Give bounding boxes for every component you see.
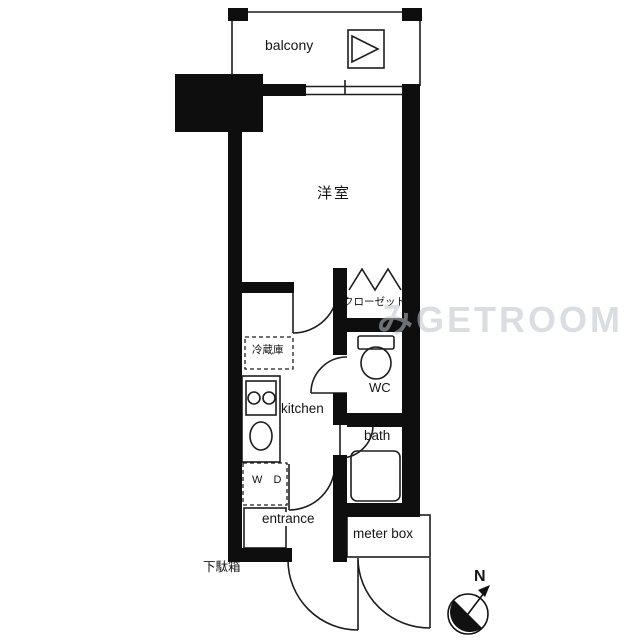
- stove-burner-icon: [247, 391, 261, 405]
- toilet: [357, 335, 395, 380]
- wall: [333, 268, 347, 355]
- walls: [175, 8, 422, 562]
- stove: [245, 380, 277, 416]
- wall: [333, 318, 420, 332]
- adjacent-structure: [175, 74, 263, 132]
- fridge-label: 冷蔵庫: [252, 344, 284, 356]
- window: [306, 80, 402, 96]
- closet-folding-doors: [348, 267, 402, 292]
- meter-box-label: meter box: [353, 526, 414, 541]
- wall: [347, 413, 420, 427]
- kitchen-counter: [241, 375, 281, 463]
- wall: [333, 393, 347, 425]
- entrance-label: entrance: [262, 511, 315, 526]
- room-label: 洋室: [317, 185, 352, 202]
- washer-dryer-label: W D: [252, 474, 286, 486]
- balcony-outline: [231, 11, 421, 86]
- meter-box-door-arc: [357, 557, 431, 629]
- wall-left: [228, 132, 242, 562]
- wall-bottom: [228, 548, 292, 562]
- compass-icon: [447, 585, 490, 635]
- wc-label: WC: [369, 380, 391, 395]
- compass-north-label: N: [474, 568, 486, 585]
- evacuation-hatch-icon: [347, 29, 385, 69]
- shoe-cabinet-label: 下駄箱: [203, 560, 241, 574]
- wall: [262, 84, 306, 96]
- kitchen-sink: [249, 421, 273, 451]
- stove-burner-icon: [262, 391, 276, 405]
- bathtub: [350, 450, 401, 502]
- room-door-arc: [292, 287, 339, 334]
- wall-right: [402, 84, 420, 514]
- wc-door-arc: [310, 356, 348, 394]
- fridge-outline: [244, 336, 294, 370]
- wall: [402, 8, 422, 21]
- wall: [242, 282, 294, 293]
- kitchen-label: kitchen: [281, 401, 324, 416]
- hall-door-arc: [288, 463, 336, 511]
- balcony-label: balcony: [265, 37, 314, 53]
- bath-label: bath: [364, 428, 391, 443]
- washer-dryer-outline: [242, 462, 288, 506]
- wall: [333, 503, 420, 517]
- entrance-door-arc: [287, 559, 359, 631]
- wall: [228, 8, 248, 21]
- closet-label: クローゼット: [343, 296, 406, 308]
